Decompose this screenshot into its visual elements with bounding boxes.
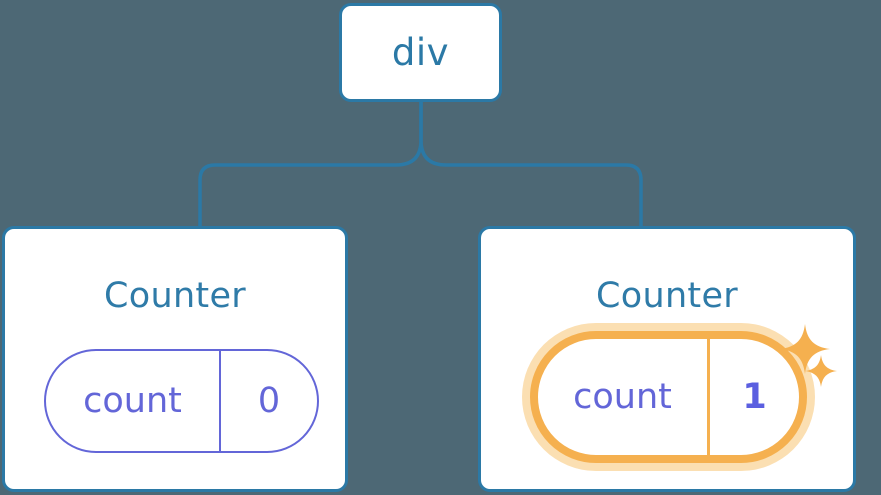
counter-left-state-value-text: 0 bbox=[257, 380, 281, 421]
node-counter-left[interactable]: Counter count 0 bbox=[2, 226, 348, 492]
sparkle-icon bbox=[780, 324, 830, 374]
node-div-label: div bbox=[391, 31, 450, 74]
counter-left-state-key: count bbox=[46, 351, 221, 451]
node-div[interactable]: div bbox=[339, 3, 502, 102]
counter-right-state-key-text: count bbox=[573, 376, 672, 417]
counter-right-state-key: count bbox=[538, 339, 710, 455]
counter-left-title: Counter bbox=[104, 276, 246, 316]
sparkle-small-icon bbox=[805, 355, 837, 387]
connector-left-branch bbox=[198, 100, 423, 228]
counter-right-state-value-text: 1 bbox=[742, 376, 767, 417]
counter-left-state-key-text: count bbox=[83, 380, 182, 421]
connector-right-branch bbox=[419, 100, 643, 228]
counter-right-state-value: 1 bbox=[710, 339, 799, 455]
counter-right-title: Counter bbox=[596, 276, 738, 316]
counter-right-state-pill[interactable]: count 1 bbox=[530, 331, 807, 463]
counter-left-state-value: 0 bbox=[221, 351, 317, 451]
counter-left-state-pill[interactable]: count 0 bbox=[44, 349, 319, 453]
node-counter-right[interactable]: Counter count 1 bbox=[478, 226, 856, 492]
